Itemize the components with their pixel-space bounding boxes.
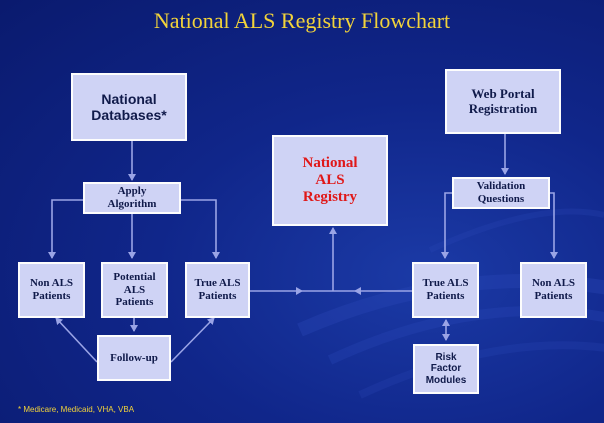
footnote: * Medicare, Medicaid, VHA, VBA <box>18 405 135 414</box>
node-validation-questions-label: Validation Questions <box>476 180 526 205</box>
node-risk-factor-modules: Risk Factor Modules <box>413 344 479 394</box>
node-web-portal: Web Portal Registration <box>445 69 561 134</box>
node-national-databases: National Databases* <box>71 73 187 141</box>
arrow-algorithm-to-non-als-left <box>48 199 83 259</box>
node-national-als-registry: National ALS Registry <box>272 135 388 226</box>
node-true-als-left-label: True ALS Patients <box>194 277 241 302</box>
node-true-als-right-label: True ALS Patients <box>422 277 469 302</box>
arrow-followup-to-true-als-left <box>170 317 215 363</box>
node-national-als-registry-label: National ALS Registry <box>302 154 358 206</box>
arrow-validation-to-true-als-right <box>441 192 452 259</box>
node-non-als-right: Non ALS Patients <box>520 262 587 318</box>
node-validation-questions: Validation Questions <box>452 177 550 209</box>
arrow-validation-to-non-als-right <box>550 192 558 259</box>
node-national-databases-label: National Databases* <box>91 90 167 123</box>
arrow-algorithm-to-true-als-left <box>181 199 220 259</box>
arrow-followup-to-non-als-left <box>55 317 98 363</box>
node-non-als-left: Non ALS Patients <box>18 262 85 318</box>
node-true-als-right: True ALS Patients <box>412 262 479 318</box>
node-non-als-left-label: Non ALS Patients <box>29 277 74 302</box>
node-true-als-left: True ALS Patients <box>185 262 250 318</box>
node-web-portal-label: Web Portal Registration <box>468 85 538 116</box>
page-title: National ALS Registry Flowchart <box>153 8 451 33</box>
node-follow-up-label: Follow-up <box>110 351 158 364</box>
node-potential-als: Potential ALS Patients <box>101 262 168 318</box>
node-follow-up: Follow-up <box>97 335 171 381</box>
node-apply-algorithm-label: Apply Algorithm <box>107 185 157 210</box>
node-apply-algorithm: Apply Algorithm <box>83 182 181 214</box>
node-risk-factor-modules-label: Risk Factor Modules <box>425 351 467 386</box>
node-potential-als-label: Potential ALS Patients <box>113 271 156 309</box>
node-non-als-right-label: Non ALS Patients <box>531 277 576 302</box>
